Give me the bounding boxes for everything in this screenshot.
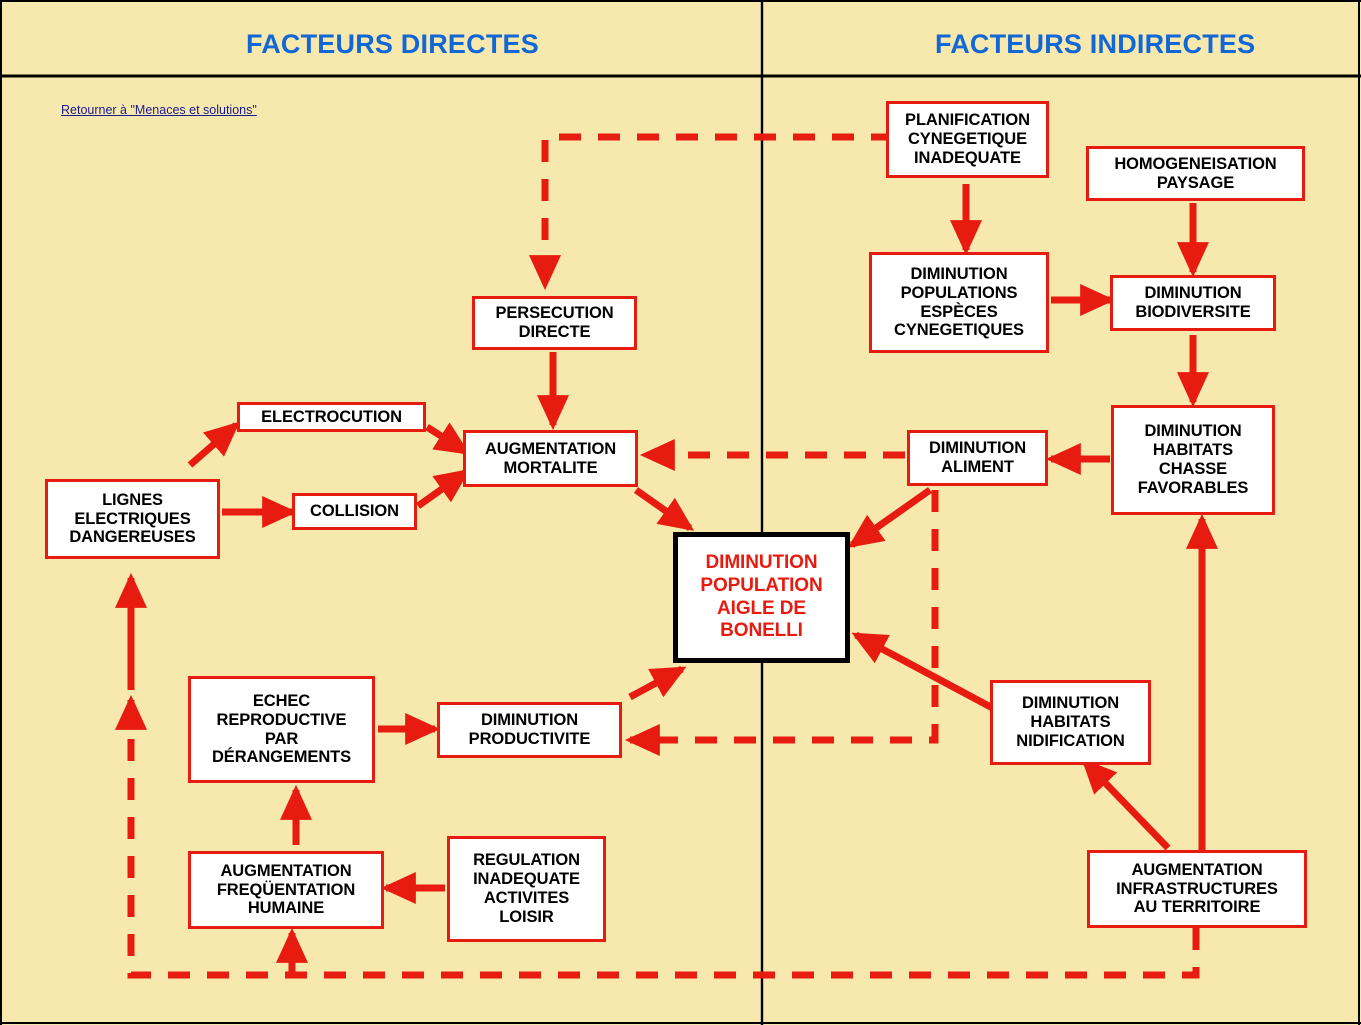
- arrow-collision-to-augmortalite: [415, 469, 471, 509]
- header-facteurs-indirectes: FACTEURS INDIRECTES: [935, 29, 1256, 59]
- node-label: ECHEC REPRODUCTIVE PAR DÉRANGEMENTS: [211, 691, 352, 767]
- node-diminution-productivite[interactable]: DIMINUTION PRODUCTIVITE: [437, 702, 622, 758]
- node-diminution-biodiversite[interactable]: DIMINUTION BIODIVERSITE: [1110, 275, 1276, 331]
- node-label: AUGMENTATION MORTALITE: [484, 439, 617, 477]
- node-homogeneisation[interactable]: HOMOGENEISATION PAYSAGE: [1086, 146, 1305, 201]
- node-label: COLLISION: [310, 502, 399, 521]
- node-label: AUGMENTATION FREQÜENTATION HUMAINE: [216, 861, 356, 918]
- node-label: ELECTROCUTION: [261, 407, 402, 426]
- node-label: HOMOGENEISATION PAYSAGE: [1114, 154, 1277, 192]
- arrow-electrocution-to-augmortalite: [425, 422, 471, 455]
- arrow-augmortalite-to-central: [633, 487, 695, 531]
- node-label: REGULATION INADEQUATE ACTIVITES LOISIR: [473, 851, 580, 926]
- node-diminution-habitats-chasse[interactable]: DIMINUTION HABITATS CHASSE FAVORABLES: [1111, 405, 1275, 515]
- node-diminution-aliment[interactable]: DIMINUTION ALIMENT: [907, 430, 1048, 486]
- node-label: DIMINUTION HABITATS NIDIFICATION: [1016, 694, 1125, 750]
- node-label: DIMINUTION ALIMENT: [928, 439, 1027, 476]
- node-central-diminution-population-aigle[interactable]: DIMINUTION POPULATION AIGLE DE BONELLI: [673, 532, 850, 663]
- node-diminution-habitats-nidification[interactable]: DIMINUTION HABITATS NIDIFICATION: [990, 680, 1151, 765]
- arrow-dimproduct-to-central: [628, 665, 687, 701]
- back-link[interactable]: Retourner à "Menaces et solutions": [61, 103, 257, 117]
- node-augmentation-mortalite[interactable]: AUGMENTATION MORTALITE: [463, 430, 638, 487]
- node-label: DIMINUTION BIODIVERSITE: [1135, 284, 1251, 321]
- node-lignes-electriques[interactable]: LIGNES ELECTRIQUES DANGEREUSES: [45, 479, 220, 559]
- arrow-dimhabnidif-to-central: [851, 631, 1002, 716]
- header-facteurs-directes: FACTEURS DIRECTES: [246, 29, 539, 59]
- node-label: DIMINUTION PRODUCTIVITE: [468, 711, 591, 748]
- arrow-lignes-to-electrocution: [187, 421, 240, 468]
- node-label: PERSECUTION DIRECTE: [495, 304, 614, 341]
- node-diminution-populations-especes[interactable]: DIMINUTION POPULATIONS ESPÈCES CYNEGETIQ…: [869, 252, 1049, 353]
- arrow-auginfra-to-dimhabnidif: [1081, 758, 1171, 851]
- arrow-dimaliment-to-central: [847, 487, 933, 548]
- node-augmentation-infrastructures[interactable]: AUGMENTATION INFRASTRUCTURES AU TERRITOI…: [1087, 850, 1307, 928]
- node-collision[interactable]: COLLISION: [292, 493, 417, 530]
- node-augmentation-frequentation[interactable]: AUGMENTATION FREQÜENTATION HUMAINE: [188, 851, 384, 929]
- node-echec-reproductive[interactable]: ECHEC REPRODUCTIVE PAR DÉRANGEMENTS: [188, 676, 375, 783]
- node-label: AUGMENTATION INFRASTRUCTURES AU TERRITOI…: [1116, 860, 1278, 917]
- node-label: DIMINUTION POPULATIONS ESPÈCES CYNEGETIQ…: [894, 264, 1024, 340]
- node-label: LIGNES ELECTRIQUES DANGEREUSES: [69, 490, 196, 547]
- node-regulation-inadequate[interactable]: REGULATION INADEQUATE ACTIVITES LOISIR: [447, 836, 606, 942]
- node-label: DIMINUTION POPULATION AIGLE DE BONELLI: [700, 551, 823, 642]
- node-persecution-directe[interactable]: PERSECUTION DIRECTE: [472, 296, 637, 350]
- node-label: PLANIFICATION CYNEGETIQUE INADEQUATE: [905, 111, 1030, 167]
- dashed-planification-to-persecution: [528, 133, 893, 291]
- node-planification[interactable]: PLANIFICATION CYNEGETIQUE INADEQUATE: [886, 101, 1049, 178]
- node-electrocution[interactable]: ELECTROCUTION: [237, 402, 426, 432]
- node-label: DIMINUTION HABITATS CHASSE FAVORABLES: [1137, 422, 1249, 497]
